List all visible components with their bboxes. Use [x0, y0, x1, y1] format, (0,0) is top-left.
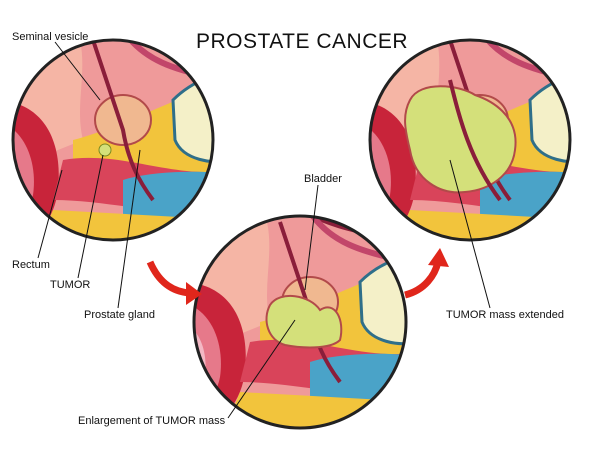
- arrow-to-stage-2: [146, 260, 202, 305]
- small-tumor: [98, 143, 112, 157]
- diagram-title: PROSTATE CANCER: [196, 30, 408, 53]
- label-seminal-vesicle: Seminal vesicle: [12, 31, 88, 43]
- label-rectum: Rectum: [12, 259, 50, 271]
- label-enlargement-of-tumor-mass: Enlargement of TUMOR mass: [78, 415, 226, 427]
- label-tumor-mass-extended: TUMOR mass extended: [446, 309, 564, 321]
- arrow-to-stage-3: [403, 248, 449, 299]
- label-bladder: Bladder: [304, 173, 342, 185]
- label-tumor: TUMOR: [50, 279, 90, 291]
- extended-tumor: [404, 85, 517, 194]
- stage-2-cross-section: [192, 214, 408, 430]
- stage-1-cross-section: [11, 38, 215, 242]
- label-prostate-gland: Prostate gland: [84, 309, 155, 321]
- stage-3-cross-section: [368, 38, 572, 242]
